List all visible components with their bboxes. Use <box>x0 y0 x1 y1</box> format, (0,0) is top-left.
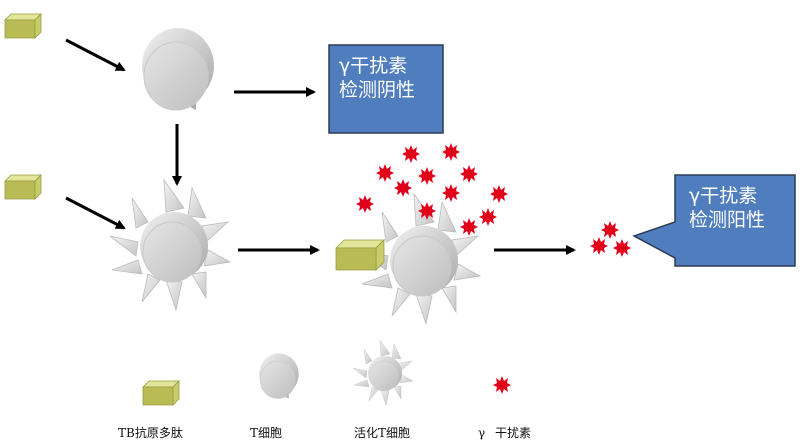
interferon-particle <box>402 145 420 163</box>
positive-result-text: γ干扰素 检测阳性 <box>689 184 765 232</box>
arrow-antigen-to-tcell <box>65 38 126 72</box>
positive-line1: γ干扰素 <box>689 185 758 207</box>
interferon-particle <box>460 218 478 236</box>
legend-tcell-label: T细胞 <box>250 426 283 440</box>
positive-result-callout <box>632 174 796 267</box>
legend-interferon-label: 干扰素 <box>495 426 532 440</box>
antigen-block-top <box>4 13 42 39</box>
interferon-particle <box>442 184 460 202</box>
interferon-particle <box>376 164 394 182</box>
positive-line2: 检测阳性 <box>689 209 766 231</box>
negative-result-text: γ干扰素 检测阴性 <box>339 54 415 102</box>
arrow-antigen-to-activated <box>65 196 126 230</box>
legend-antigen-label: TB抗原多肽 <box>118 426 183 440</box>
interferon-particle <box>356 195 374 213</box>
legend-interferon-symbol: γ <box>478 426 486 440</box>
interferon-particle <box>418 167 436 185</box>
antigen-block-middle <box>4 174 42 200</box>
interferon-particle <box>490 185 508 203</box>
interferon-particle <box>601 221 619 239</box>
interferon-particle <box>460 165 478 183</box>
antigen-bound <box>335 239 385 271</box>
interferon-particle <box>442 143 460 161</box>
interferon-particle <box>479 208 497 226</box>
legend-tcell-icon <box>258 353 299 399</box>
interferon-particle <box>613 239 631 257</box>
negative-line2: 检测阴性 <box>339 79 416 101</box>
negative-line1: γ干扰素 <box>339 55 408 77</box>
negative-result-box <box>328 44 444 134</box>
legend-activated-label: 活化T细胞 <box>354 426 411 440</box>
resting-tcell <box>141 27 215 111</box>
legend-activated-tcell-icon <box>352 339 414 406</box>
legend-antigen-icon <box>142 380 180 406</box>
legend-interferon-icon <box>493 376 511 394</box>
interferon-particle <box>394 179 412 197</box>
interferon-particle <box>590 237 608 255</box>
activated-tcell <box>109 179 231 311</box>
